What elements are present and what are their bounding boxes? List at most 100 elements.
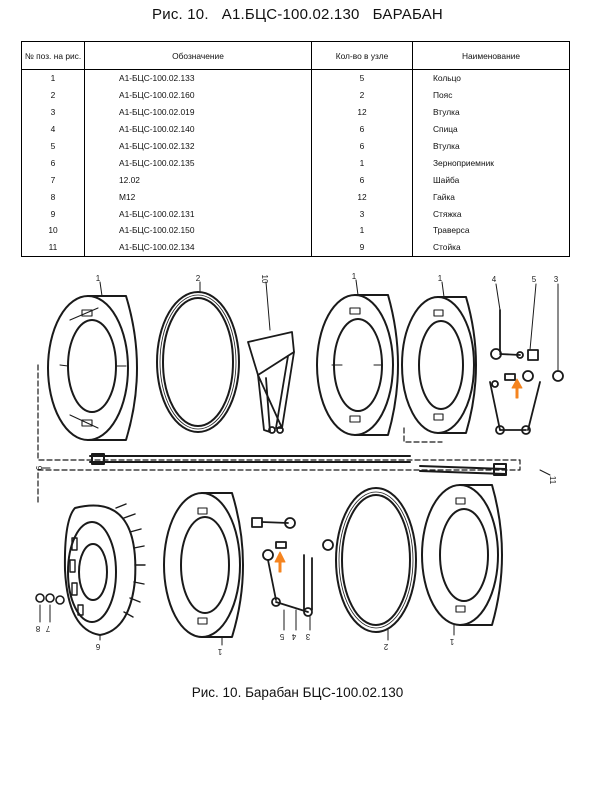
row-name: Пояс [412,86,570,104]
callout-number: 1 [96,274,101,283]
callout-number: 1 [217,647,222,655]
figure-caption: Рис. 10. Барабан БЦС-100.02.130 [191,685,404,700]
row-designation: А1-БЦС-100.02.134 [84,238,312,257]
callout-number: 5 [279,632,284,641]
row-name: Стяжка [412,205,570,223]
callout-number: 8 [35,624,40,633]
callout-number: 2 [196,274,201,283]
callout-number: 3 [554,275,559,284]
row-designation: А1-БЦС-100.02.135 [84,154,312,172]
row-designation: А1-БЦС-100.02.140 [84,120,312,138]
row-quantity: 6 [311,171,413,189]
callout-number: 3 [305,632,310,641]
orange-arrow-upper [511,378,523,399]
row-designation: А1-БЦС-100.02.133 [84,69,312,87]
traverse-10 [247,331,295,434]
row-position-number: 2 [21,86,85,104]
callout-number: 6 [95,642,100,651]
callout-number: 4 [291,632,296,641]
orange-arrow-lower [274,551,286,573]
row-quantity: 6 [311,120,413,138]
header-quantity: Кол-во в узле [311,41,413,70]
row-name: Втулка [412,103,570,121]
row-quantity: 6 [311,137,413,155]
row-quantity: 2 [311,86,413,104]
row-position-number: 1 [21,69,85,87]
header-position-number: № поз. на рис. [21,41,85,70]
row-name: Втулка [412,137,570,155]
row-position-number: 10 [21,222,85,239]
ring-1-lower-left [163,492,244,638]
spoke-assembly-lower [251,517,334,617]
row-quantity: 1 [311,154,413,172]
row-designation: А1-БЦС-100.02.131 [84,205,312,223]
row-position-number: 8 [21,188,85,206]
page-title: Рис. 10. А1.БЦС-100.02.130 БАРАБАН [152,6,443,23]
row-name: Кольцо [412,69,570,87]
callout-leaders [39,279,559,646]
ring-1-upper-middle [316,294,399,436]
row-position-number: 7 [21,171,85,189]
tie-rod [89,453,507,476]
row-position-number: 6 [21,154,85,172]
row-position-number: 4 [21,120,85,138]
row-position-number: 9 [21,205,85,223]
callout-number: 9 [34,466,43,471]
row-quantity: 1 [311,222,413,239]
row-name: Стойка [412,238,570,257]
row-position-number: 5 [21,137,85,155]
callout-number: 7 [45,624,50,633]
assembly-path [37,364,521,506]
row-designation: А1-БЦС-100.02.160 [84,86,312,104]
row-designation: А1-БЦС-100.02.132 [84,137,312,155]
row-name: Гайка [412,188,570,206]
callout-number: 1 [449,637,454,646]
callout-number: 10 [260,275,269,284]
row-name: Спица [412,120,570,138]
belt-2-lower [335,487,417,633]
callout-number: 11 [548,476,557,485]
callout-number: 5 [532,275,537,284]
row-name: Зерноприемник [412,154,570,172]
row-name: Траверса [412,222,570,239]
table-header-row: № поз. на рис. Обозначение Кол-во в узле… [21,41,570,70]
grain-receiver-6 [63,503,146,636]
header-name: Наименование [412,41,570,70]
ring-1-upper-left [47,295,138,441]
row-quantity: 12 [311,103,413,121]
callout-number: 1 [352,272,357,281]
row-quantity: 12 [311,188,413,206]
header-designation: Обозначение [84,41,312,70]
parts-table: № поз. на рис. Обозначение Кол-во в узле… [21,41,570,257]
nuts-washers-lower-left [35,593,65,605]
row-designation: А1-БЦС-100.02.019 [84,103,312,121]
spoke-assembly-upper [489,309,564,435]
callout-number: 4 [492,275,497,284]
callout-number: 1 [438,274,443,283]
belt-2-upper [156,291,240,433]
row-name: Шайба [412,171,570,189]
row-designation: 12.02 [84,171,312,189]
row-quantity: 9 [311,238,413,257]
ring-1-lower-right [421,484,503,626]
row-position-number: 11 [21,238,85,257]
row-quantity: 5 [311,69,413,87]
ring-1-upper-right [401,296,477,434]
row-designation: М12 [84,188,312,206]
callout-number: 2 [383,642,388,651]
row-quantity: 3 [311,205,413,223]
